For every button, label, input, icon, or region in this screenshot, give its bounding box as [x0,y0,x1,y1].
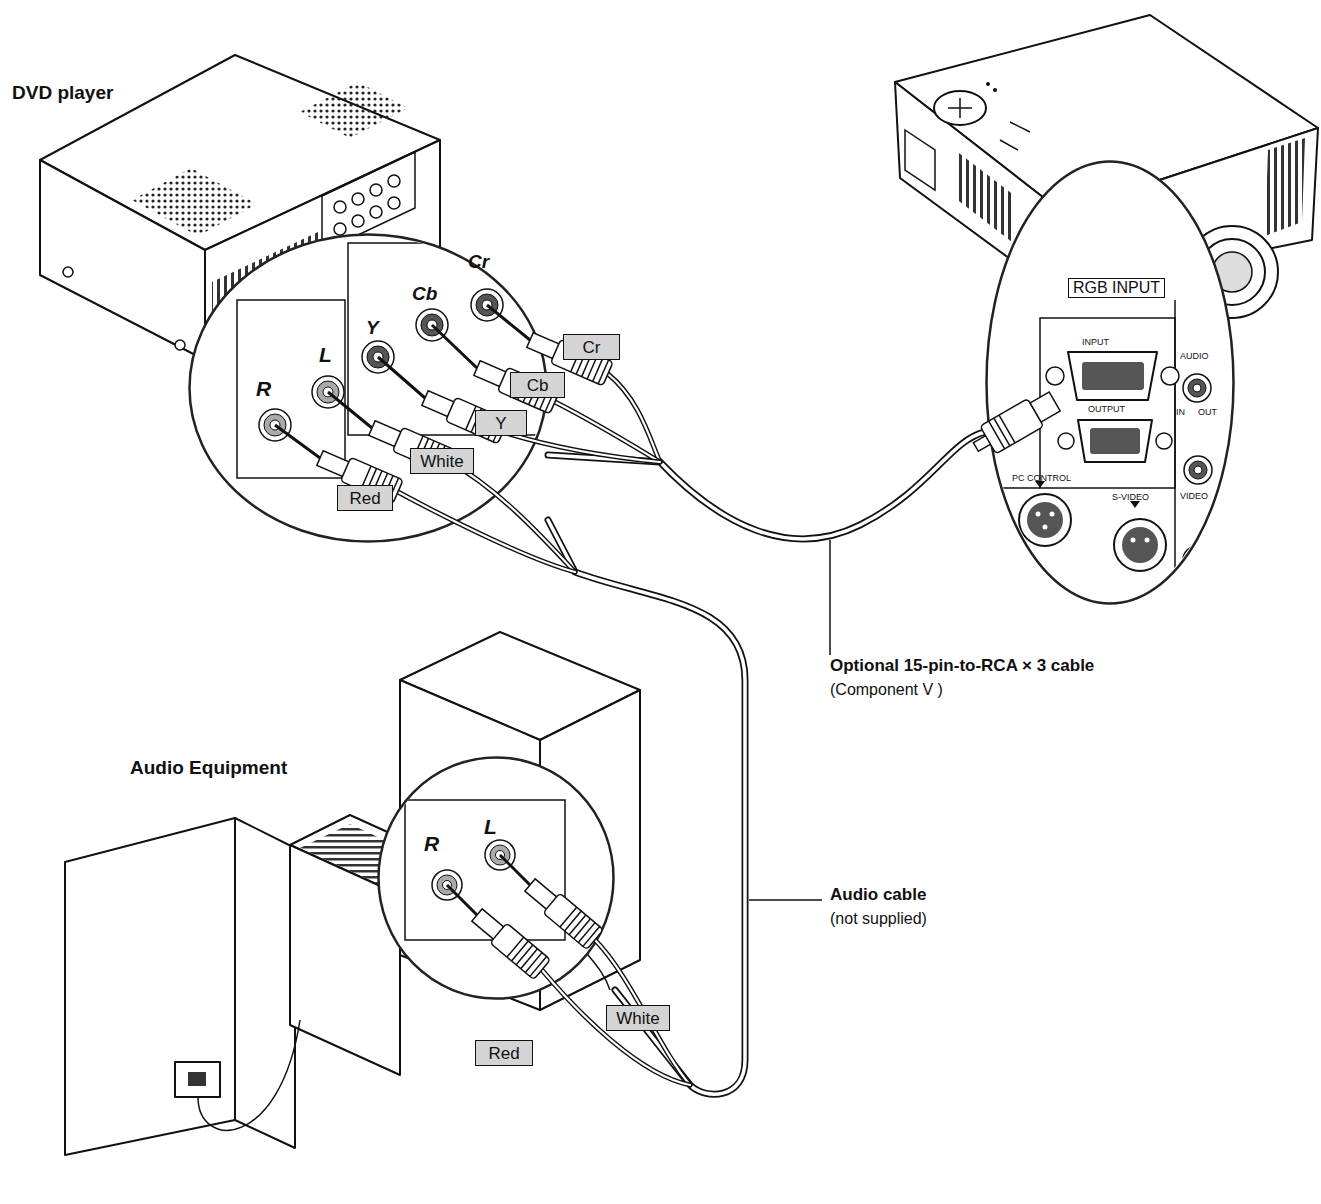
callout-outline [190,235,547,542]
audio-equipment [65,632,640,1155]
dvd-player [388,175,400,187]
plug-tag: White [410,448,474,474]
plug-wire [608,374,660,462]
projector [993,88,997,92]
cable-note: (not supplied) [830,910,927,928]
plug-wire [555,402,660,462]
callout-outline [377,756,615,1000]
cable [548,432,985,539]
leader-line [749,899,822,901]
dvd-player [63,267,73,277]
leader-line [829,540,831,655]
jack-label: INPUT [1082,338,1109,348]
device-name: Audio Equipment [130,758,287,779]
leader-line [749,540,830,900]
plug-wire [608,374,660,462]
dvd-player [352,215,364,227]
jack-label: R [256,377,271,400]
jack-label: R [424,832,439,855]
jack-label: RGB INPUT [1068,278,1165,298]
jack-label: S-VIDEO [1112,493,1149,503]
dvd-player [132,168,257,236]
jack-label: IN [1176,408,1185,418]
tag-text: Cr [583,339,601,356]
audio-equipment [198,1020,300,1130]
plug-tag: Red [337,485,393,511]
plug-tag: Red [475,1040,533,1066]
jack-label: L [319,343,332,366]
callout-outline [379,758,614,999]
dvd-player [334,201,346,213]
jack-label: PC CONTROL [1012,474,1071,484]
jack-callout: RL [377,756,615,1000]
projector [905,130,935,190]
projector-panel [1193,556,1201,564]
tag-text: Red [488,1045,519,1062]
dvd-player [370,206,382,218]
audio-equipment [175,1062,220,1097]
projector [986,82,990,86]
callout-outline [985,160,1235,605]
cable-note: Audio cable [830,886,926,905]
jack-label: OUTPUT [1088,405,1125,415]
projector [1265,138,1305,236]
plug-tag: Cb [510,372,565,398]
plug-tag: White [606,1005,670,1031]
cable [548,432,985,539]
jack-label: Y [366,318,379,339]
plug-wire [555,402,660,462]
audio-equipment [188,1072,206,1086]
projector [934,91,986,125]
device-name: DVD player [12,83,113,104]
tag-text: Red [349,490,380,507]
jack-label: AUDIO [1180,352,1209,362]
dvd-player [352,193,364,205]
plug-wire [595,940,690,1085]
dvd-player [40,160,205,360]
projector [948,98,972,118]
plug-wire [542,970,690,1085]
projector-panel [1188,551,1206,569]
audio-equipment [400,632,640,740]
plug-tag: Cr [563,334,620,360]
tag-text: Cb [527,377,549,394]
audio-equipment [65,818,235,1155]
projector [955,150,1015,242]
tag-text: White [420,453,463,470]
jack-label: Cr [468,252,489,273]
plug-tag: Y [475,410,527,436]
tag-text: White [616,1010,659,1027]
jack-label: L [484,815,497,838]
dvd-player [175,340,185,350]
projector [1000,122,1030,150]
jack-label: Cb [412,284,437,305]
cable [548,432,985,539]
dvd-player [370,184,382,196]
port-callout: RGB INPUT INPUT OUTPUT AUDIO IN OUT PC CONTROL… [985,160,1235,605]
jack-label: OUT [1198,408,1217,418]
dvd-player [300,82,408,138]
plug-wire [542,970,690,1085]
callout-outline [987,162,1234,604]
cable-note: Optional 15-pin-to-RCA × 3 cable [830,657,1094,676]
dvd-player [388,197,400,209]
audio-equipment [235,818,295,1148]
dvd-player [334,223,346,235]
tag-text: Y [495,415,506,432]
jack-label: VIDEO [1180,492,1208,502]
plug-wire [595,940,690,1085]
cable-note: (Component V ) [830,681,943,699]
